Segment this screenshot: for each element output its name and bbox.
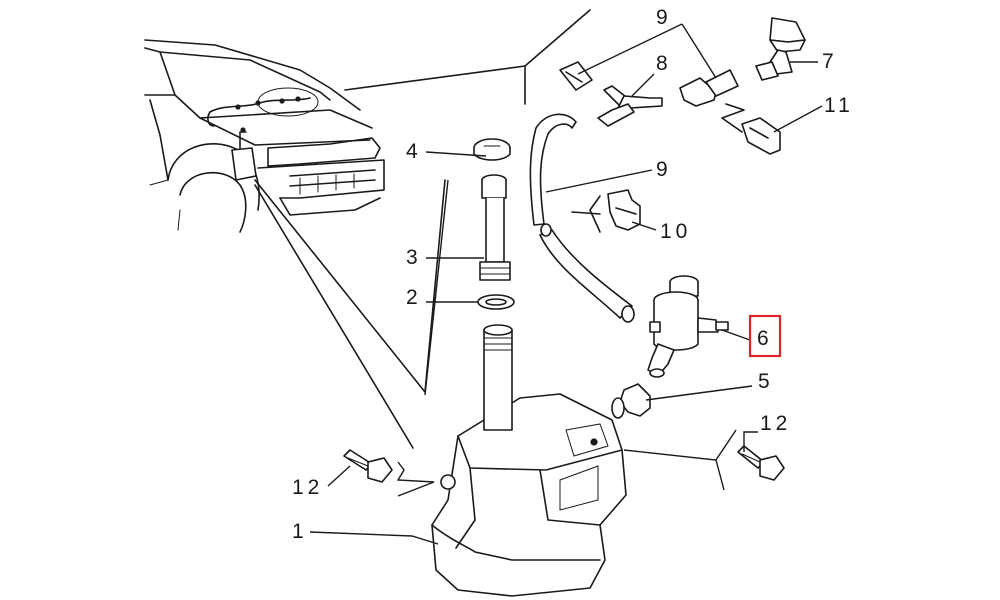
callout-label-4: 4	[406, 140, 422, 163]
part-7-washer-jet	[755, 17, 806, 81]
part-12-bolt-left	[343, 449, 393, 483]
leader-lines	[309, 23, 823, 545]
callout-labels: 9 8 7 11 4 9 10 3 2 6 5 12 12 1	[292, 6, 854, 543]
callout-highlight-box	[748, 314, 782, 358]
part-12-bolt-right	[737, 445, 785, 481]
callout-label-11: 11	[824, 94, 854, 117]
part-9-hose-connectors	[559, 61, 739, 107]
part-10-hose-clip	[571, 189, 641, 233]
part-6-washer-pump	[647, 275, 729, 378]
callout-label-3: 3	[406, 246, 422, 269]
part-11-hose-clip	[721, 103, 781, 155]
callout-label-2: 2	[406, 286, 422, 309]
part-8-y-connector	[597, 85, 663, 127]
callout-label-12-right: 12	[760, 412, 791, 435]
part-4-filler-cap	[473, 138, 511, 161]
callout-label-8: 8	[656, 52, 672, 75]
vehicle-front-illustration	[144, 9, 591, 449]
callout-label-12-left: 12	[292, 476, 323, 499]
callout-label-9-top: 9	[656, 6, 672, 29]
callout-label-6: 6	[757, 327, 773, 350]
callout-label-9-hose: 9	[656, 158, 672, 181]
part-9-washer-hose	[529, 113, 635, 323]
callout-label-7: 7	[822, 50, 838, 73]
callout-label-1: 1	[292, 520, 308, 543]
part-1-washer-reservoir	[431, 324, 627, 597]
part-2-seal-grommet	[477, 294, 515, 310]
part-5-pump-grommet	[611, 383, 651, 419]
callout-label-10: 10	[660, 220, 691, 243]
part-3-filler-neck	[479, 174, 511, 281]
callout-label-5: 5	[758, 370, 774, 393]
